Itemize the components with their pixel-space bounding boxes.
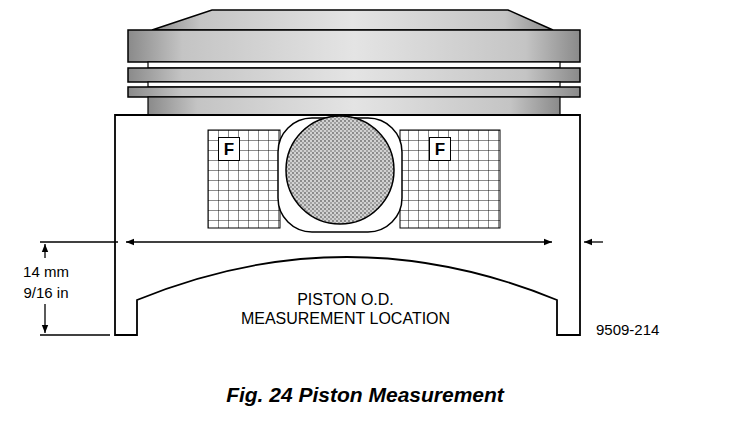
- skirt-grid: [400, 130, 500, 228]
- ring-land: [128, 87, 580, 97]
- dimension-line: [44, 244, 45, 258]
- piston-crown: [152, 10, 553, 30]
- dimension-line: [126, 241, 552, 242]
- extension-line: [40, 334, 110, 335]
- ring-land: [128, 68, 580, 82]
- figure-code: 9509-214: [596, 320, 706, 339]
- dimension-arrow: [584, 241, 603, 242]
- figure-caption: Fig. 24 Piston Measurement: [115, 382, 615, 408]
- callout-letter: F: [429, 137, 451, 161]
- extension-line: [40, 241, 118, 242]
- measurement-note: PISTON O.D. MEASUREMENT LOCATION: [236, 290, 455, 328]
- piston-skirt: [115, 115, 580, 335]
- ring-groove: [148, 62, 560, 68]
- piston-neck: [148, 97, 560, 115]
- skirt-grid: [208, 130, 280, 228]
- ring-land: [128, 30, 580, 62]
- dimension-value: 14 mm: [5, 262, 87, 281]
- piston-pin: [286, 116, 394, 224]
- callout-letter: F: [218, 137, 240, 161]
- dimension-line: [44, 304, 45, 333]
- dimension-value: 9/16 in: [5, 283, 87, 302]
